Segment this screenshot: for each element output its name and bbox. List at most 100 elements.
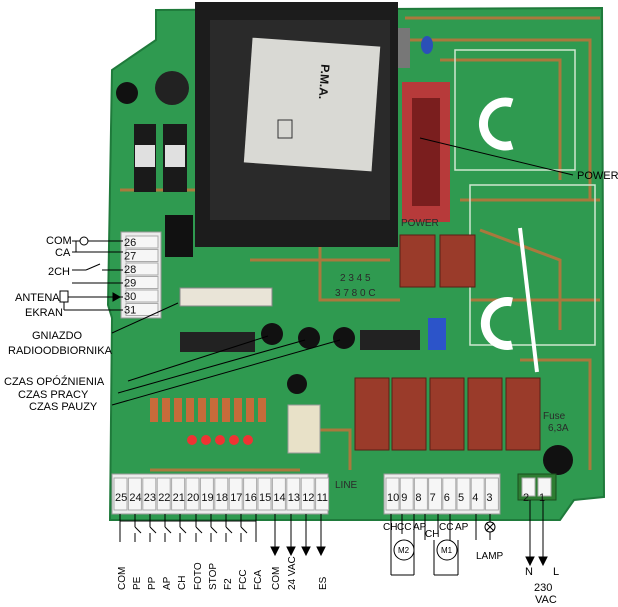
label-com: COM [46, 235, 72, 247]
wiring-left [59, 236, 341, 406]
wiring-bottom [119, 514, 326, 557]
label-n: N [525, 566, 533, 578]
terminal-motor-slot [399, 477, 414, 511]
terminal-bottom-slot [300, 477, 315, 511]
terminal-power-number: 1 [539, 492, 545, 504]
capacitor [155, 71, 189, 105]
terminal-motor-slot [385, 477, 400, 511]
terminal-top-slot [125, 262, 159, 276]
fuse-holder [543, 445, 573, 475]
terminal-top-number: 29 [124, 278, 136, 290]
label-bottom-terminal: AP [162, 576, 173, 590]
resistor-array [150, 398, 266, 422]
terminal-motor-number: 7 [430, 492, 436, 504]
transformer-label [243, 37, 381, 172]
label-bottom-terminal: 24 VAC [287, 556, 298, 590]
terminal-bottom-slot [257, 477, 272, 511]
terminal-bottom-number: 25 [115, 492, 127, 504]
terminal-motor-slot [456, 477, 471, 511]
terminal-bottom-number: 19 [201, 492, 213, 504]
terminal-top-slot [125, 276, 159, 289]
label-l: L [553, 566, 560, 578]
terminal-bottom-slot [315, 477, 330, 511]
terminal-motor-slot [484, 477, 499, 511]
label-gniazdo-2: RADIOODBIORNIKA [8, 345, 112, 357]
terminal-motor-slot [442, 477, 457, 511]
mounting-cutout-lower [480, 297, 513, 350]
label-gniazdo-1: GNIAZDO [32, 330, 83, 342]
terminal-bottom-number: 17 [230, 492, 242, 504]
terminal-bottom-number: 22 [158, 492, 170, 504]
terminal-bottom-number: 12 [302, 492, 314, 504]
terminal-top-number: 27 [124, 251, 136, 263]
dip-silk-1: 2 3 4 5 [340, 273, 371, 284]
label-m1-ch: CH [425, 529, 440, 540]
terminal-motor-slot [428, 477, 443, 511]
led-row [187, 435, 253, 445]
terminal-bottom-slot [228, 477, 243, 511]
label-vac: VAC [535, 594, 557, 606]
label-bottom-terminal: CH [177, 575, 188, 590]
label-bottom-terminal: STOP [208, 562, 219, 590]
terminal-bottom-number: 14 [273, 492, 285, 504]
terminal-bottom-number: 11 [317, 492, 328, 504]
terminal-bottom-slot [199, 477, 214, 511]
label-bottom-terminal: ES [318, 576, 329, 590]
terminal-motor-number: 5 [458, 492, 464, 504]
terminal-bottom-slot [214, 477, 229, 511]
label-ekran: EKRAN [25, 307, 63, 319]
wiring-mains [525, 500, 548, 567]
terminal-top-slot [125, 249, 159, 262]
terminal-bottom-slot [271, 477, 286, 511]
label-m2-cc: CC [397, 522, 412, 533]
terminal-bottom-number: 15 [259, 492, 271, 504]
label-m1-ap: AP [455, 522, 469, 533]
label-m2: M2 [398, 546, 410, 555]
terminal-motor-number: 6 [444, 492, 450, 504]
screw-hole [116, 82, 138, 104]
terminal-bottom-slot [171, 477, 186, 511]
label-ca: CA [55, 247, 71, 259]
label-bottom-terminal: F2 [223, 578, 234, 590]
terminal-motor-slot [470, 477, 485, 511]
terminal-motor-number: 9 [401, 492, 407, 504]
terminal-bottom-slot [113, 477, 128, 511]
terminal-bottom-slot [286, 477, 301, 511]
label-m2-ap: AP [413, 522, 427, 533]
label-czas-pauzy: CZAS PAUZY [29, 401, 98, 413]
terminal-power-slot [521, 477, 536, 497]
terminal-motor-slot [413, 477, 428, 511]
transformer-brand: P.M.A. [316, 64, 332, 100]
terminal-power-number: 2 [523, 492, 529, 504]
label-m2-ch: CH [383, 522, 398, 533]
radio-receiver-socket [179, 287, 273, 307]
small-module [287, 404, 321, 454]
label-m1-cc: CC [439, 522, 454, 533]
terminal-bottom-number: 23 [144, 492, 156, 504]
label-bottom-terminal: FCA [253, 570, 264, 590]
blue-capacitor [428, 318, 446, 350]
terminal-motor-number: 10 [387, 492, 399, 504]
terminal-top-number: 28 [124, 264, 136, 276]
terminal-top-slot [125, 289, 159, 303]
dip-silk-2: 3 7 8 0 C [335, 288, 376, 299]
wiring-power-switch [419, 137, 574, 176]
terminal-bottom-number: 24 [129, 492, 141, 504]
terminal-bottom-number: 16 [245, 492, 257, 504]
terminal-motor-number: 3 [486, 492, 492, 504]
terminal-bottom-number: 20 [187, 492, 199, 504]
terminal-power-slot [537, 477, 552, 497]
terminal-top-slot [125, 303, 159, 316]
label-antena: ANTENA [15, 292, 60, 304]
terminal-top-number: 26 [124, 237, 136, 249]
label-bottom-terminal: FOTO [193, 562, 204, 590]
trimmers [261, 323, 355, 394]
label-bottom-terminal: FCC [238, 569, 249, 590]
terminal-bottom-slot [185, 477, 200, 511]
terminal-motor-number: 4 [472, 492, 478, 504]
